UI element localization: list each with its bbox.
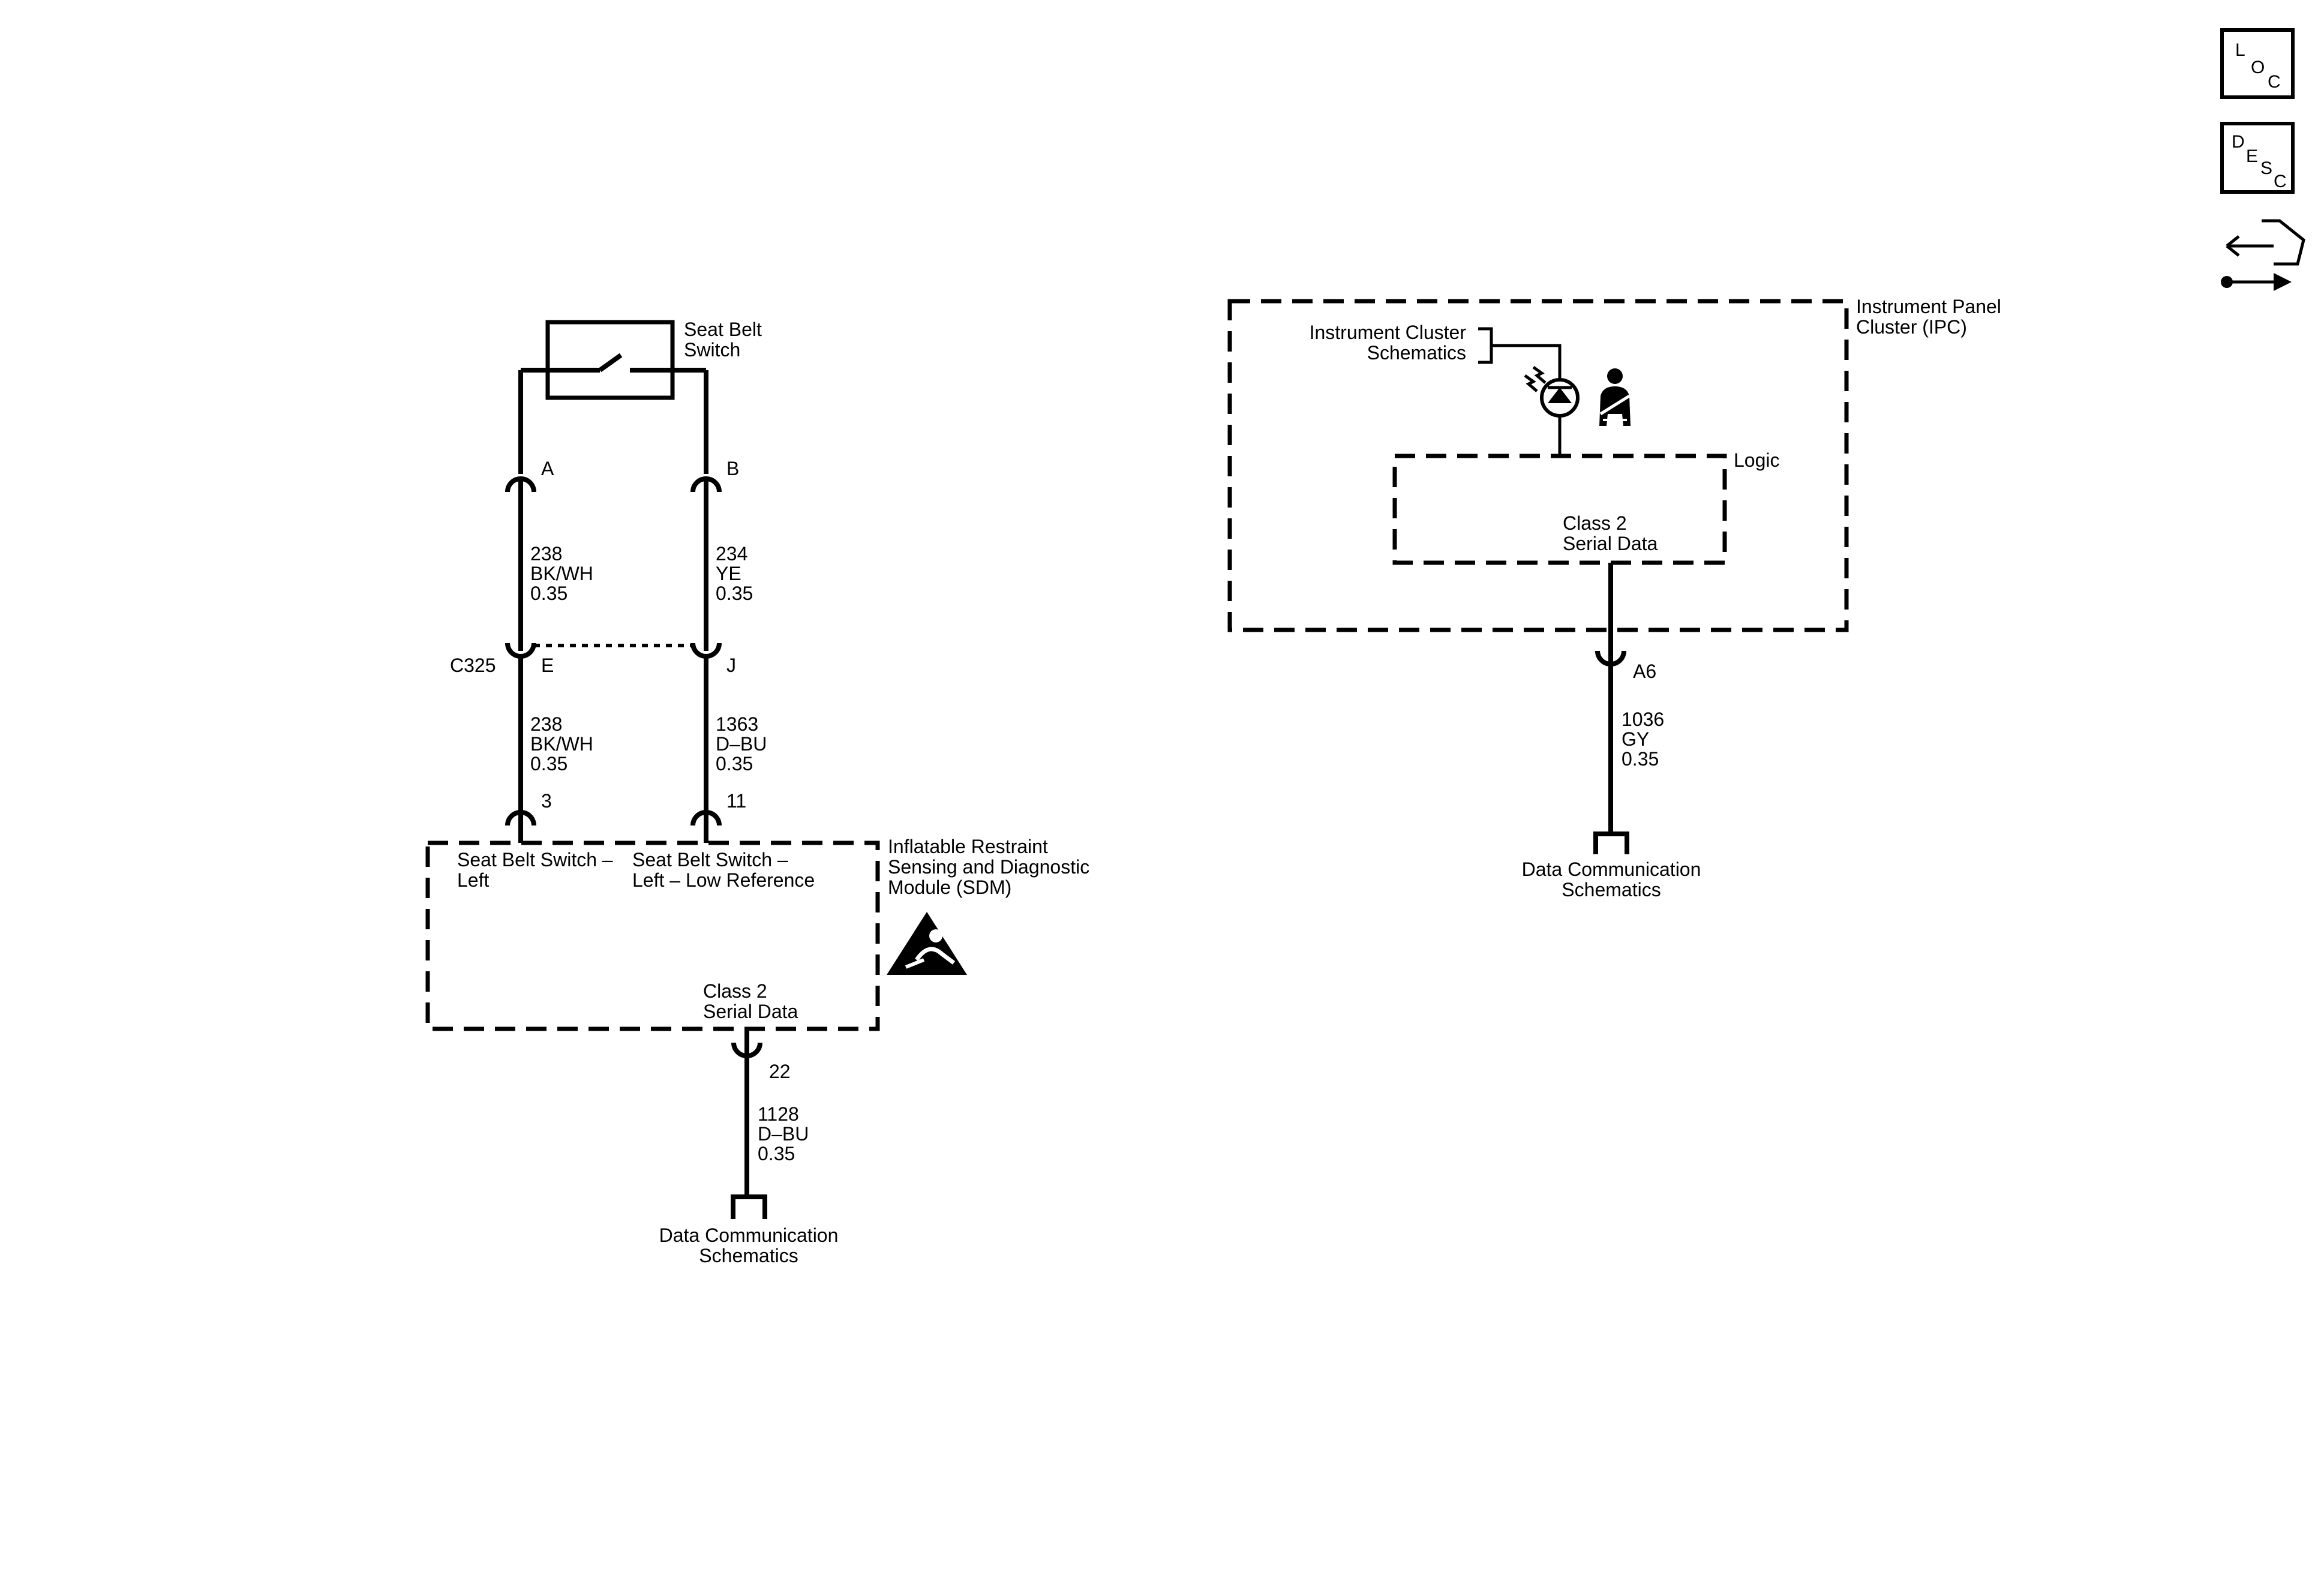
wire-238-upper-size: 0.35 bbox=[530, 583, 568, 604]
sdm-input-left-2: Left bbox=[457, 869, 489, 891]
wire-238-upper-color: BK/WH bbox=[530, 563, 593, 584]
wire-1128-color: D–BU bbox=[758, 1123, 809, 1145]
airbag-warning-icon bbox=[887, 912, 967, 975]
sdm-title-3: Module (SDM) bbox=[888, 876, 1011, 898]
wire-1036-size: 0.35 bbox=[1622, 748, 1659, 770]
pin-a-connector bbox=[505, 476, 536, 507]
sdm-title-2: Sensing and Diagnostic bbox=[888, 856, 1089, 878]
pin-11-label: 11 bbox=[726, 790, 746, 812]
ipc-cluster-ref-1: Instrument Cluster bbox=[1310, 322, 1467, 343]
wire-1036-color: GY bbox=[1622, 728, 1649, 750]
ipc-cluster-ref-2: Schematics bbox=[1367, 342, 1466, 364]
wire-238-lower-circuit: 238 bbox=[530, 713, 562, 735]
wire-1128-circuit: 1128 bbox=[758, 1103, 799, 1125]
wire-1363-color: D–BU bbox=[716, 733, 767, 755]
cluster-ref-bracket bbox=[1478, 327, 1562, 381]
data-comm-left-line1: Data Communication bbox=[659, 1224, 839, 1246]
ipc-logic-box bbox=[1392, 454, 1727, 565]
seat-belt-switch-label-2: Switch bbox=[684, 339, 740, 361]
pin-a-label: A bbox=[541, 458, 554, 479]
connector-end-view-icon[interactable] bbox=[2221, 219, 2305, 291]
pin-b-connector bbox=[690, 476, 722, 507]
wire-238-lower-size: 0.35 bbox=[530, 753, 568, 775]
seat-belt-reminder-icon bbox=[1599, 368, 1631, 426]
sdm-input-right-2: Left – Low Reference bbox=[632, 869, 815, 891]
c325-label: C325 bbox=[450, 655, 496, 676]
c325-pin-j bbox=[690, 636, 722, 659]
svg-text:O: O bbox=[2251, 58, 2265, 77]
svg-text:C: C bbox=[2268, 72, 2281, 92]
wire-238-lower-color: BK/WH bbox=[530, 733, 593, 755]
sdm-input-left-1: Seat Belt Switch – bbox=[457, 849, 613, 870]
ipc-pin-a6 bbox=[1595, 639, 1626, 667]
pin-3-label: 3 bbox=[541, 790, 552, 812]
wire-1363-circuit: 1363 bbox=[716, 713, 758, 735]
ipc-logic-label: Logic bbox=[1734, 449, 1780, 471]
pin-b-label: B bbox=[726, 458, 739, 479]
ipc-title-1: Instrument Panel bbox=[1856, 296, 2001, 317]
pin-22-label: 22 bbox=[769, 1061, 791, 1082]
wire-1128-size: 0.35 bbox=[758, 1143, 795, 1164]
pin-e-label: E bbox=[541, 655, 554, 676]
ipc-serial-2: Serial Data bbox=[1563, 533, 1658, 554]
data-comm-left-line2: Schematics bbox=[699, 1245, 798, 1266]
svg-text:C: C bbox=[2274, 172, 2287, 191]
data-comm-left-terminal bbox=[731, 1194, 767, 1219]
sdm-pin-11 bbox=[690, 810, 722, 843]
svg-text:S: S bbox=[2260, 158, 2272, 178]
wire-234-upper-color: YE bbox=[716, 563, 741, 584]
data-comm-right-line2: Schematics bbox=[1562, 879, 1661, 900]
wire-238-upper-circuit: 238 bbox=[530, 543, 562, 565]
ipc-serial-1: Class 2 bbox=[1563, 512, 1627, 534]
wire-234-upper-circuit: 234 bbox=[716, 543, 747, 565]
seat-belt-indicator-led-icon bbox=[1524, 365, 1580, 456]
sdm-pin-22 bbox=[731, 1029, 762, 1058]
wire-1036-circuit: 1036 bbox=[1622, 709, 1664, 730]
ipc-title-2: Cluster (IPC) bbox=[1856, 316, 1967, 338]
sdm-pin-3 bbox=[505, 810, 536, 843]
data-comm-right-terminal bbox=[1593, 831, 1629, 854]
svg-text:E: E bbox=[2246, 146, 2258, 166]
desc-button[interactable]: D E S C bbox=[2220, 122, 2295, 194]
sdm-module-box bbox=[425, 840, 880, 1031]
svg-text:L: L bbox=[2235, 40, 2245, 60]
sdm-serial-1: Class 2 bbox=[703, 980, 767, 1002]
loc-button[interactable]: L O C bbox=[2220, 28, 2295, 99]
seat-belt-switch-label: Seat Belt bbox=[684, 319, 762, 340]
sdm-title-1: Inflatable Restraint bbox=[888, 836, 1048, 857]
wire-1363-size: 0.35 bbox=[716, 753, 753, 775]
wire-234-upper-size: 0.35 bbox=[716, 583, 753, 604]
pin-j-label: J bbox=[726, 655, 736, 676]
pin-a6-label: A6 bbox=[1633, 661, 1656, 682]
data-comm-right-line1: Data Communication bbox=[1522, 858, 1701, 880]
c325-pin-e bbox=[505, 636, 536, 659]
sdm-serial-2: Serial Data bbox=[703, 1001, 798, 1022]
seat-belt-switch bbox=[518, 320, 708, 474]
ipc-module-box bbox=[1227, 299, 1849, 632]
svg-text:D: D bbox=[2232, 132, 2245, 152]
sdm-input-right-1: Seat Belt Switch – bbox=[632, 849, 788, 870]
